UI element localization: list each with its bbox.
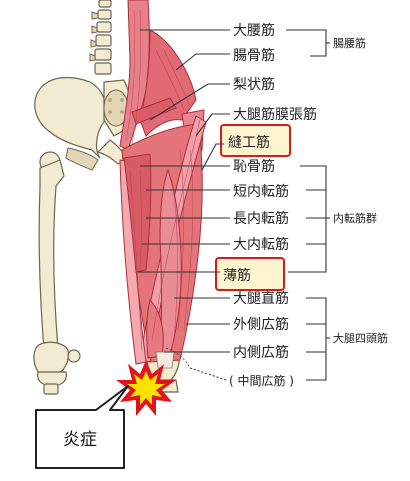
label-vastus-lateralis: 外側広筋 <box>233 316 289 333</box>
patellar-tendon <box>155 351 175 369</box>
leader-lines <box>138 29 230 381</box>
callout-bubble: 炎症 <box>35 385 129 469</box>
pelvis <box>34 76 133 171</box>
spine <box>89 0 112 75</box>
label-vastus-intermedius: ( 中間広筋 ) <box>229 373 294 388</box>
highlight-box-sartorius-fill <box>221 125 290 156</box>
label-piriformis: 梨状筋 <box>233 76 275 93</box>
label-tensor-fasciae-latae: 大腿筋膜張筋 <box>233 106 317 123</box>
label-pectineus: 恥骨筋 <box>233 158 275 175</box>
group-label-adductors: 内転筋群 <box>333 211 377 225</box>
group-labels: 腸腰筋 内転筋群 大腿四頭筋 <box>333 36 388 345</box>
muscle-piriformis <box>131 97 177 125</box>
knee-tibia <box>33 341 81 395</box>
inflammation-burst <box>116 360 176 416</box>
label-psoas-major: 大腰筋 <box>233 22 275 39</box>
highlight-box-sartorius <box>220 124 291 157</box>
label-vastus-medialis: 内側広筋 <box>233 344 289 361</box>
label-rectus-femoris: 大腿直筋 <box>233 290 289 307</box>
group-brackets <box>286 29 330 381</box>
label-adductor-magnus: 大内転筋 <box>233 236 289 253</box>
label-adductor-brevis: 短内転筋 <box>233 183 289 200</box>
label-sartorius: 縫工筋 <box>228 134 270 151</box>
muscle-labels: 大腰筋 腸骨筋 梨状筋 大腿筋膜張筋 縫工筋 恥骨筋 短内転筋 長内転筋 大内転… <box>223 22 317 388</box>
muscle-adductors <box>123 153 152 273</box>
muscle-fibers <box>125 9 201 351</box>
group-label-quadriceps: 大腿四頭筋 <box>333 331 388 345</box>
highlight-box-gracilis-fill <box>216 258 284 290</box>
highlight-box-gracilis <box>215 257 285 291</box>
muscles <box>119 0 207 369</box>
muscle-vastus-medialis <box>146 299 164 359</box>
callout-text: 炎症 <box>63 430 97 450</box>
label-adductor-longus: 長内転筋 <box>233 210 289 227</box>
vastus-intermedius-hint <box>165 347 191 369</box>
skeleton <box>33 0 180 395</box>
label-iliacus: 腸骨筋 <box>233 47 275 64</box>
label-gracilis: 薄筋 <box>223 267 251 284</box>
group-label-iliopsoas: 腸腰筋 <box>333 36 366 50</box>
femur <box>38 151 65 351</box>
